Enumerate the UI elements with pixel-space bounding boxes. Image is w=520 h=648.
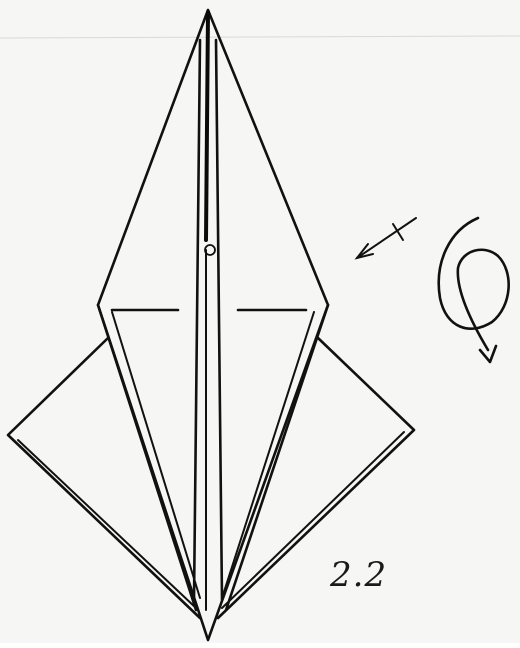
- scan-line: [0, 36, 520, 38]
- left-wing-flap: [8, 338, 200, 618]
- center-spine: [194, 12, 222, 610]
- turn-over-icon: [439, 218, 509, 362]
- valley-fold-arrow-icon: [357, 218, 416, 258]
- lower-body-folds: [98, 305, 328, 610]
- step-number: 2.2: [330, 555, 387, 595]
